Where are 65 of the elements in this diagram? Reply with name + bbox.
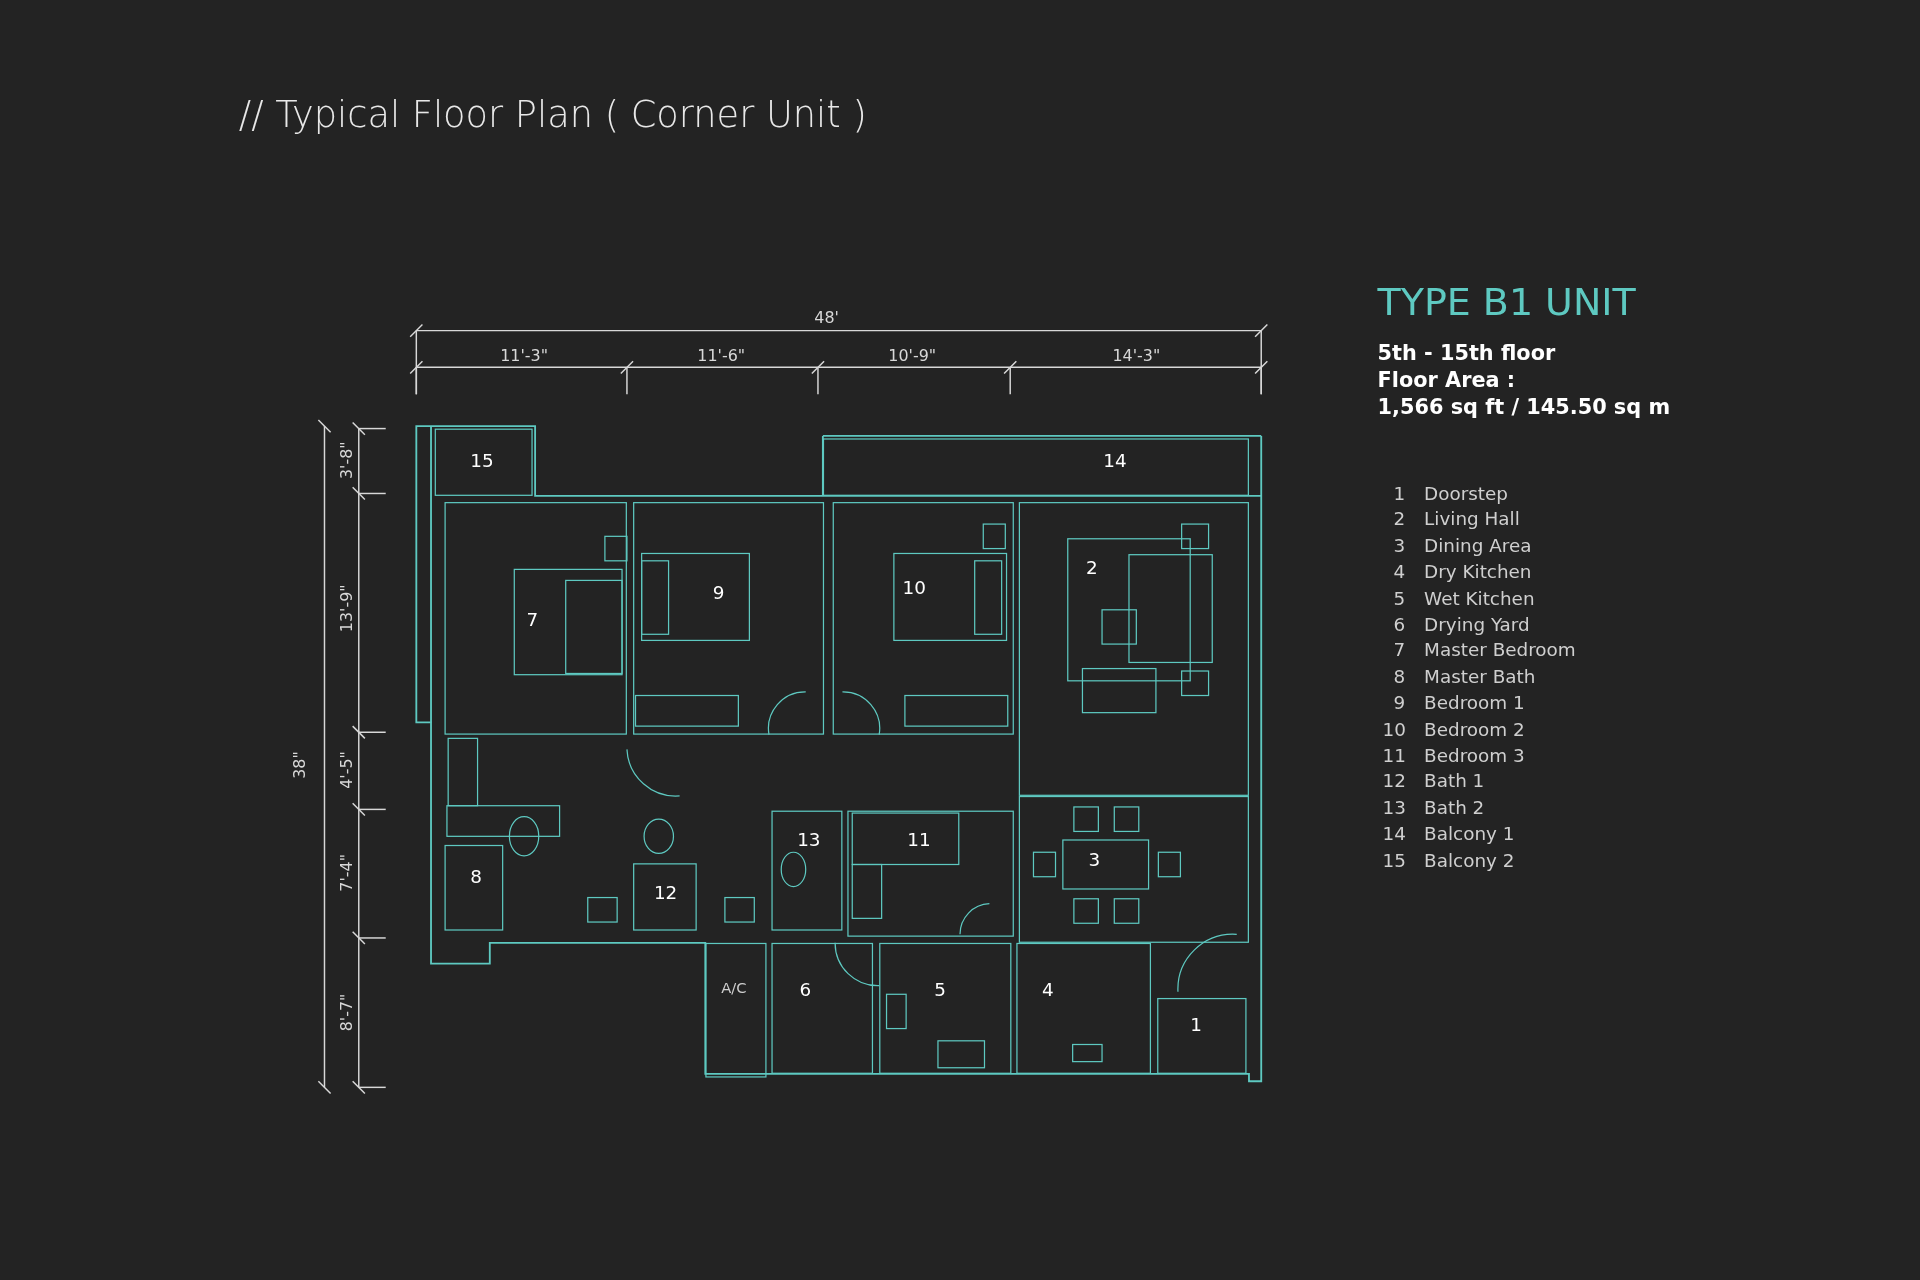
key-number: 9 <box>1393 692 1406 715</box>
room-outline <box>1018 795 1249 943</box>
key-number: 15 <box>1382 849 1406 872</box>
room-number: 11 <box>907 831 931 850</box>
room-outline <box>1016 942 1151 1074</box>
unit-heading: TYPE B1 UNIT <box>1377 279 1636 325</box>
room-number: A/C <box>721 980 747 996</box>
room-number: 8 <box>470 868 482 887</box>
room-number: 12 <box>653 884 678 903</box>
dimension-label: 4'-5" <box>336 751 356 789</box>
floor-range: 5th - 15th floor <box>1377 340 1556 366</box>
dimension-label: 10'-9" <box>888 346 937 366</box>
room-name: Bath 2 <box>1424 796 1485 819</box>
room-name: Dry Kitchen <box>1424 561 1532 584</box>
dimension-label: 7'-4" <box>336 853 356 892</box>
key-number: 1 <box>1393 482 1406 505</box>
dimension-label: 8'-7" <box>336 993 356 1032</box>
room-name: Bedroom 1 <box>1424 692 1525 715</box>
key-number: 11 <box>1382 744 1406 767</box>
key-number: 13 <box>1382 796 1406 819</box>
floor-area-label: Floor Area : <box>1377 367 1516 393</box>
key-number: 5 <box>1393 587 1406 610</box>
floor-area-value: 1,566 sq ft / 145.50 sq m <box>1377 394 1671 420</box>
key-number: 4 <box>1393 561 1406 584</box>
room-name: Drying Yard <box>1424 613 1530 636</box>
dimension-label: 38" <box>290 751 310 779</box>
room-number: 6 <box>799 980 812 1000</box>
room-number: 1 <box>1190 1016 1202 1035</box>
key-number: 7 <box>1393 639 1406 662</box>
room-name: Living Hall <box>1424 508 1520 531</box>
dimension-label: 14'-3" <box>1112 346 1161 366</box>
room-number: 3 <box>1088 851 1101 870</box>
room-number: 14 <box>1103 451 1127 471</box>
room-name: Wet Kitchen <box>1424 587 1535 610</box>
room-name: Bedroom 3 <box>1424 744 1525 767</box>
key-number: 10 <box>1382 718 1406 741</box>
key-number: 12 <box>1382 770 1406 793</box>
room-number: 10 <box>902 579 926 598</box>
title: // Typical Floor Plan ( Corner Unit ) <box>238 93 867 136</box>
dimension-label: 11'-3" <box>500 346 549 366</box>
room-number: 13 <box>797 831 821 850</box>
room-number: 15 <box>470 451 494 471</box>
dimension-label: 3'-8" <box>336 441 356 479</box>
room-outline <box>771 942 874 1074</box>
room-number: 2 <box>1086 559 1098 578</box>
key-number: 2 <box>1393 508 1406 531</box>
room-number: 5 <box>934 980 946 1000</box>
room-name: Master Bath <box>1424 665 1536 688</box>
room-name: Balcony 1 <box>1424 823 1515 846</box>
key-number: 8 <box>1393 665 1406 688</box>
room-name: Doorstep <box>1424 482 1508 505</box>
room-name: Bath 1 <box>1424 770 1485 793</box>
dimension-label: 48' <box>814 308 839 328</box>
room-name: Bedroom 2 <box>1424 718 1525 741</box>
dimension-label: 11'-6" <box>697 346 746 366</box>
dimension-label: 13'-9" <box>337 584 357 633</box>
room-name: Balcony 2 <box>1424 849 1515 872</box>
key-number: 3 <box>1393 534 1406 557</box>
key-number: 14 <box>1382 823 1406 846</box>
room-number: 7 <box>526 611 539 630</box>
room-number: 9 <box>712 584 725 603</box>
room-name: Dining Area <box>1424 534 1532 557</box>
room-number: 4 <box>1042 980 1054 1000</box>
room-name: Master Bedroom <box>1424 639 1576 662</box>
key-number: 6 <box>1393 613 1406 636</box>
